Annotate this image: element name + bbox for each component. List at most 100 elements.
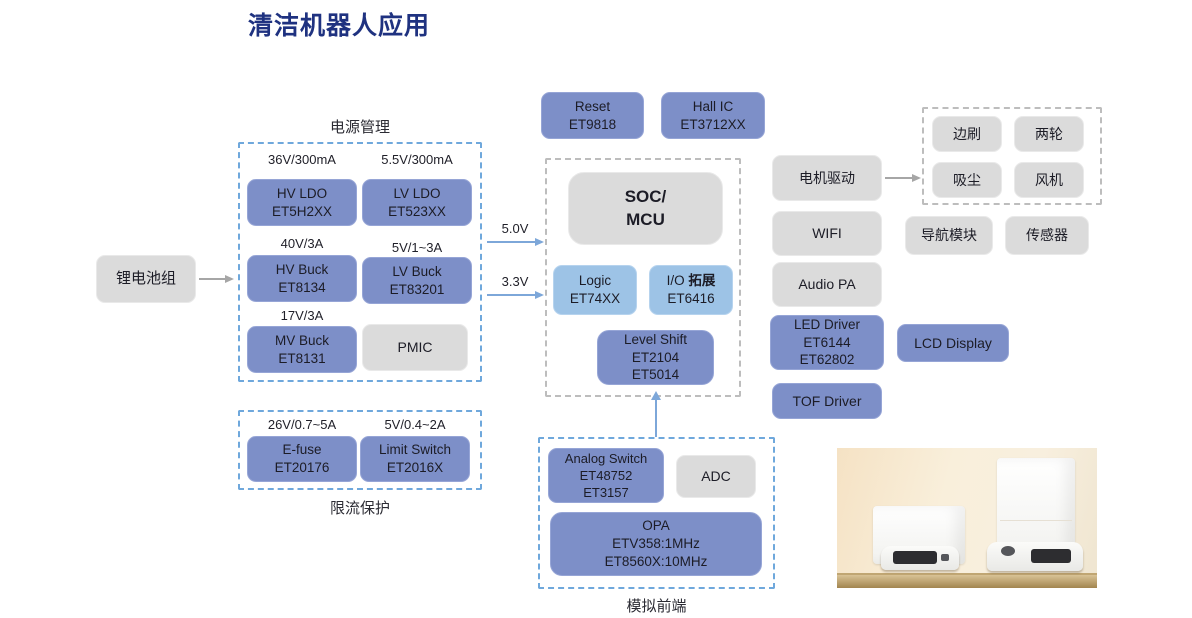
robot-left	[881, 546, 959, 570]
block-label: 吸尘	[953, 171, 981, 188]
block-label: 风机	[1035, 171, 1063, 188]
block-part-number: ET83201	[389, 281, 445, 297]
block-part-number: ET523XX	[388, 203, 446, 219]
photo-floor	[837, 573, 1097, 588]
robot-left-bumper	[893, 551, 937, 564]
block-part-number: ET5014	[631, 367, 680, 383]
block-part-number: ET6144	[803, 334, 851, 350]
block-label: LV Buck	[392, 263, 442, 279]
block-part-number: ET8131	[278, 350, 326, 366]
block-part-number: ET5H2XX	[271, 203, 333, 219]
afe-group-frame	[538, 437, 775, 589]
block-side-brush: 边刷	[932, 116, 1002, 152]
block-tof-driver: TOF Driver	[772, 383, 882, 419]
block-label: MCU	[626, 209, 665, 229]
block-motor-drive: 电机驱动	[772, 155, 882, 201]
block-label: TOF Driver	[792, 392, 862, 409]
block-part-number: ET48752	[579, 467, 633, 483]
block-lcd-display: LCD Display	[897, 324, 1009, 362]
block-label: Limit Switch	[378, 442, 451, 458]
rating-label: 5V/1~3A	[391, 240, 443, 255]
block-label: SOC/	[624, 187, 667, 207]
rating-label: 40V/3A	[280, 236, 324, 251]
block-label: E-fuse	[282, 442, 322, 458]
block-label: 电机驱动	[799, 169, 855, 186]
power-group-caption: 电源管理	[329, 119, 390, 136]
rail-label-3v3: 3.3V	[501, 274, 529, 289]
block-analog-switch: Analog Switch ET48752 ET3157	[548, 448, 664, 503]
block-two-wheels: 两轮	[1014, 116, 1084, 152]
robot-right-turret	[1001, 546, 1015, 556]
rating-label: 17V/3A	[280, 308, 324, 323]
block-part-number: ET3712XX	[680, 116, 746, 132]
block-hv-buck: HV Buck ET8134	[247, 255, 357, 302]
protect-group-caption: 限流保护	[329, 500, 390, 517]
dock-seam	[1000, 520, 1072, 521]
block-label-part-bold: 拓展	[688, 273, 716, 289]
block-logic: Logic ET74XX	[553, 265, 637, 315]
block-label: Audio PA	[798, 276, 856, 293]
motors-group-frame	[922, 107, 1102, 205]
block-reset: Reset ET9818	[541, 92, 644, 139]
block-lv-buck: LV Buck ET83201	[362, 257, 472, 304]
block-fan: 风机	[1014, 162, 1084, 198]
block-wifi: WIFI	[772, 211, 882, 256]
block-level-shift: Level Shift ET2104 ET5014	[597, 330, 714, 385]
block-part-number: ET3157	[583, 485, 629, 501]
block-hall-ic: Hall IC ET3712XX	[661, 92, 765, 139]
block-label: PMIC	[397, 339, 433, 356]
rating-label: 26V/0.7~5A	[267, 417, 337, 432]
robot-vacuum-photo	[837, 448, 1097, 588]
arrow-right-icon-motor	[885, 174, 921, 182]
block-part-number: ET6416	[667, 291, 715, 306]
arrow-up-icon-afe	[651, 391, 661, 437]
power-group-frame	[238, 142, 482, 382]
block-opa: OPA ETV358:1MHz ET8560X:10MHz	[550, 512, 762, 576]
block-battery: 锂电池组	[96, 255, 196, 303]
block-adc: ADC	[676, 455, 756, 498]
block-part-number: ETV358:1MHz	[612, 536, 700, 552]
block-io-expander: I/O 拓展 ET6416	[649, 265, 733, 315]
robot-right-bumper	[1031, 549, 1071, 563]
block-label: HV Buck	[275, 261, 329, 277]
block-efuse: E-fuse ET20176	[247, 436, 357, 482]
block-label: HV LDO	[276, 185, 328, 201]
block-label: Logic	[578, 273, 612, 289]
block-label: Level Shift	[623, 331, 688, 347]
block-label: 两轮	[1035, 125, 1063, 142]
block-label-part: I/O	[666, 273, 685, 289]
block-label: I/O 拓展	[667, 272, 716, 290]
block-label: WIFI	[812, 225, 842, 242]
block-part-number: ET8560X:10MHz	[604, 553, 708, 569]
rating-label: 36V/300mA	[268, 152, 336, 167]
block-battery-label: 锂电池组	[115, 270, 176, 288]
block-label: ADC	[701, 468, 731, 485]
block-label: 导航模块	[921, 227, 977, 244]
rating-label: 5.5V/300mA	[381, 152, 453, 167]
block-label: Analog Switch	[564, 450, 648, 466]
robot-right	[987, 542, 1083, 571]
block-part-number: ET2016X	[386, 460, 444, 475]
block-led-driver: LED Driver ET6144 ET62802	[770, 315, 884, 370]
block-part-number: ET74XX	[569, 291, 621, 306]
arrow-right-icon-3v3	[487, 291, 544, 299]
soc-group-frame	[545, 158, 741, 397]
rail-label-5v: 5.0V	[501, 221, 529, 236]
arrow-right-icon-battery	[199, 275, 234, 283]
robot-left-sensor	[941, 554, 949, 561]
arrow-right-icon-5v	[487, 238, 544, 246]
block-lv-ldo: LV LDO ET523XX	[362, 179, 472, 226]
block-sensor: 传感器	[1005, 216, 1089, 255]
protect-group-frame	[238, 410, 482, 490]
block-label: OPA	[642, 518, 670, 534]
block-part-number: ET2104	[631, 349, 680, 365]
block-label: LV LDO	[393, 185, 441, 201]
afe-group-caption: 模拟前端	[626, 598, 687, 615]
block-part-number: ET8134	[278, 279, 326, 295]
block-label: LED Driver	[793, 316, 860, 332]
block-label: MV Buck	[274, 332, 329, 348]
page-title: 清洁机器人应用	[248, 12, 431, 40]
block-label: Reset	[574, 98, 611, 114]
block-audio-pa: Audio PA	[772, 262, 882, 307]
